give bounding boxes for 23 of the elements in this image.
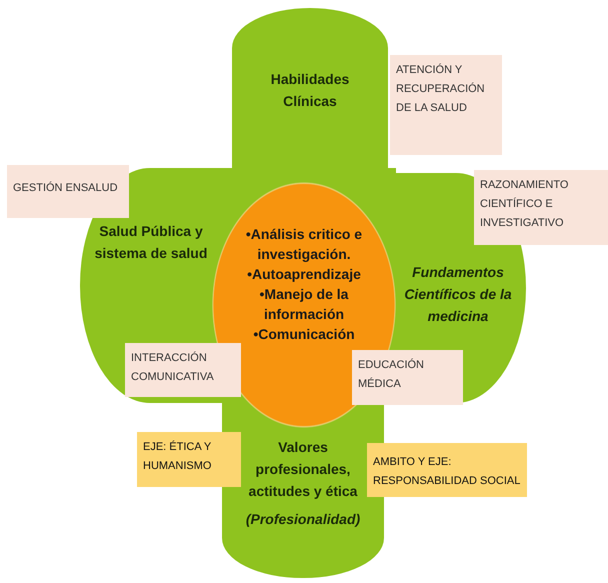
arm-label: Fundamentos Científicos de la medicina — [403, 263, 513, 326]
bullet-item: •Análisis critico e investigación. — [244, 225, 364, 264]
note-text: ATENCIÓN Y RECUPERACIÓN DE LA SALUD — [396, 62, 486, 116]
note-text: INTERACCIÓN COMUNICATIVA — [131, 350, 215, 385]
note-box — [474, 170, 608, 245]
note-box — [137, 432, 241, 487]
note-box — [125, 343, 241, 397]
bullet-item: •Manejo de la información — [258, 285, 350, 324]
arm-label: Habilidades Clínicas — [270, 70, 350, 111]
bullet-item: •Comunicación — [253, 325, 355, 344]
note-text: EJE: ÉTICA Y HUMANISMO — [143, 440, 212, 474]
note-box — [7, 165, 129, 218]
arm-label: (Profesionalidad) — [246, 510, 360, 529]
arm-label: Salud Pública y sistema de salud — [94, 222, 208, 263]
note-box — [390, 55, 502, 155]
bullet-item: •Autoaprendizaje — [247, 265, 361, 284]
arm-label: Valores profesionales, actitudes y ética — [248, 438, 358, 501]
note-text: AMBITO Y EJE: RESPONSABILIDAD SOCIAL — [373, 455, 521, 489]
note-text: EDUCACIÓN MÉDICA — [358, 358, 426, 392]
note-text: GESTIÓN ENSALUD — [13, 180, 119, 196]
note-box — [367, 443, 527, 497]
note-box — [352, 350, 463, 405]
note-text: RAZONAMIENTO CIENTÍFICO E INVESTIGATIVO — [480, 178, 570, 231]
